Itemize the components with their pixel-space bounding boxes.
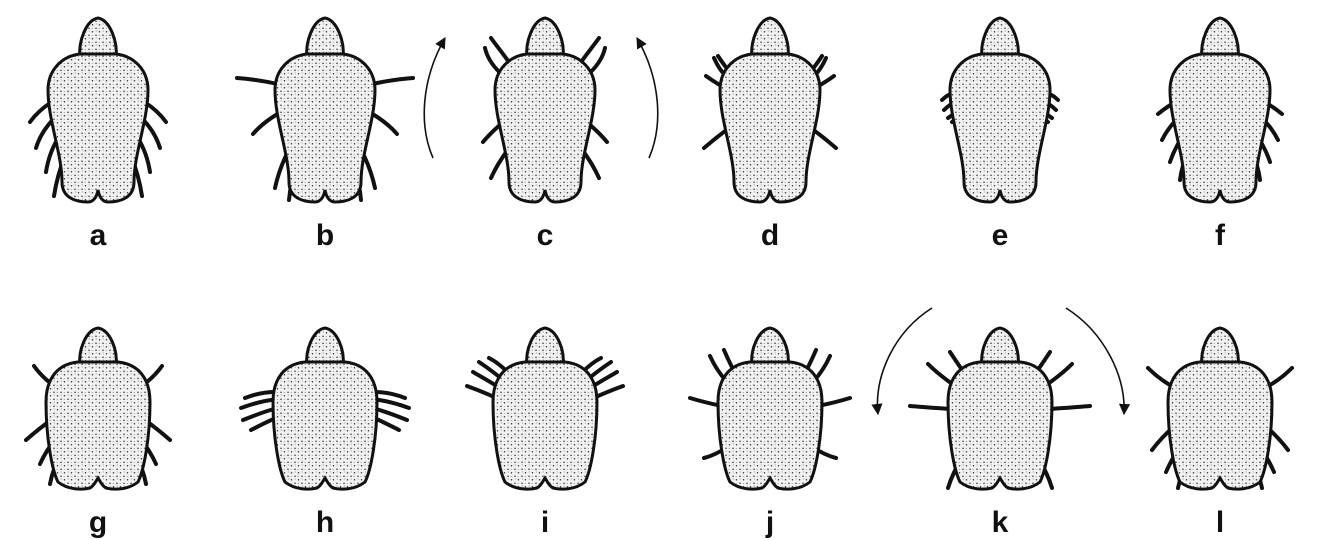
- mite-head: [1202, 18, 1239, 58]
- mite-body: [718, 362, 822, 489]
- panel-label: f: [1215, 219, 1226, 252]
- panel-e: [942, 18, 1058, 202]
- mite-body: [720, 54, 820, 202]
- panel-f: [1158, 18, 1282, 202]
- panel-label: e: [992, 219, 1009, 252]
- panel-d: [704, 18, 836, 202]
- mite-head: [752, 328, 789, 366]
- panel-label: c: [537, 219, 554, 252]
- movement-arrow-right: [1066, 308, 1124, 414]
- panel-label: h: [316, 506, 334, 539]
- panel-label: g: [89, 506, 107, 539]
- mite-head: [982, 18, 1019, 58]
- panel-c: [424, 18, 657, 202]
- mite-head: [80, 328, 117, 366]
- mite-head: [527, 328, 564, 366]
- panel-label: l: [1216, 506, 1224, 539]
- mite-head: [982, 328, 1019, 366]
- mite-head: [1202, 328, 1239, 366]
- mite-body: [948, 362, 1052, 489]
- panel-a: [30, 18, 166, 202]
- panel-k: [877, 308, 1124, 489]
- panel-label: j: [765, 506, 774, 539]
- panel-i: [467, 328, 623, 489]
- panels-layer: a b c d e f g h i j k l: [26, 18, 1292, 539]
- mite-body: [495, 54, 595, 202]
- panel-label: i: [541, 506, 549, 539]
- mite-body: [950, 54, 1050, 202]
- mite-body: [1168, 362, 1272, 489]
- panel-b: [237, 18, 413, 202]
- mite-head: [752, 18, 789, 58]
- mite-head: [307, 18, 344, 58]
- panel-label: b: [316, 219, 334, 252]
- mite-body: [273, 362, 377, 489]
- panel-l: [1148, 328, 1292, 489]
- mite-body: [1170, 54, 1270, 202]
- mite-body: [46, 362, 150, 489]
- mite-head: [80, 18, 117, 58]
- movement-arrow-right: [637, 38, 658, 158]
- mite-body: [48, 54, 148, 202]
- mite-head: [307, 328, 344, 366]
- movement-arrow-left: [424, 38, 445, 158]
- panel-label: a: [90, 219, 107, 252]
- panel-label: k: [992, 506, 1009, 539]
- mite-body: [493, 362, 597, 489]
- panel-g: [26, 328, 170, 489]
- mite-head: [527, 18, 564, 58]
- movement-arrow-left: [877, 308, 932, 414]
- panel-h: [241, 328, 409, 489]
- panel-j: [690, 328, 850, 489]
- panel-label: d: [761, 219, 779, 252]
- mite-body: [275, 54, 375, 202]
